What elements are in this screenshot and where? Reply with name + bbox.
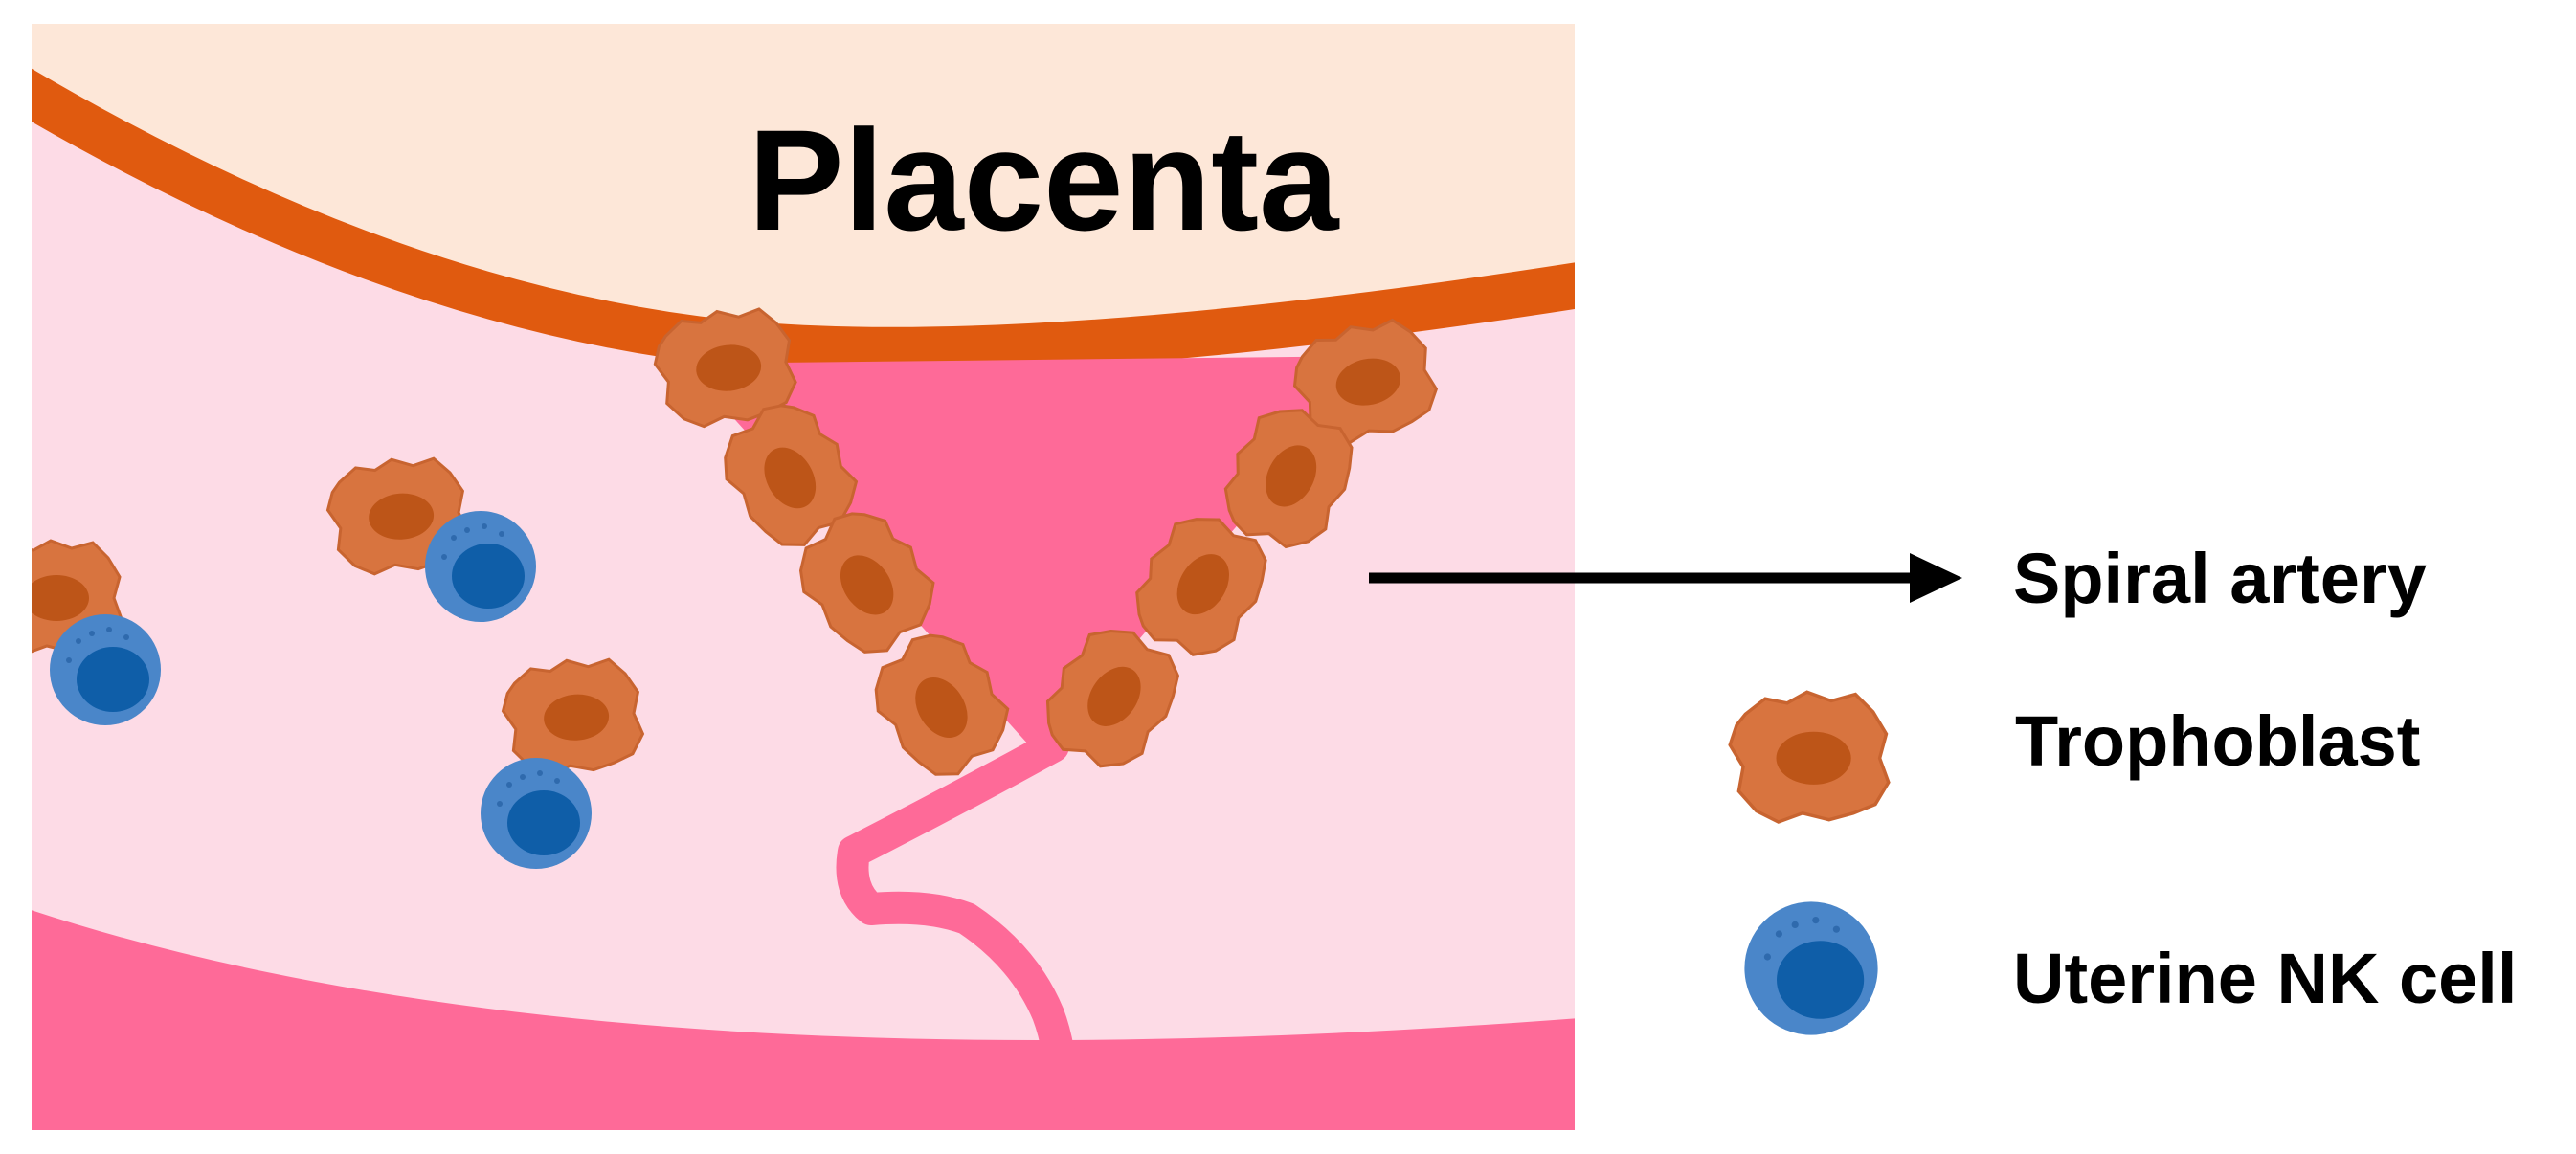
nk-cell — [425, 511, 536, 622]
nk-cell-legend-label: Uterine NK cell — [2013, 939, 2517, 1018]
myometrium-band — [32, 910, 1575, 1130]
trophoblast-legend-label: Trophoblast — [2015, 701, 2420, 781]
placenta-label: Placenta — [749, 100, 1341, 260]
spiral-artery-label: Spiral artery — [2013, 539, 2427, 618]
arrow-head — [1910, 553, 1962, 603]
nk-cell-legend-icon — [1744, 901, 1878, 1035]
arrow — [1369, 553, 1962, 603]
spiral-artery-funnel — [684, 356, 1383, 756]
trophoblast-legend-icon — [1728, 690, 1891, 824]
illustration-panel: Placenta — [32, 24, 1575, 1130]
spiral-artery-vessel — [836, 730, 1078, 1117]
nk-cell — [50, 614, 161, 725]
nk-cell — [481, 758, 592, 869]
legend-nk-cell: Uterine NK cell — [1744, 901, 2517, 1035]
legend-trophoblast: Trophoblast — [1728, 690, 2420, 824]
